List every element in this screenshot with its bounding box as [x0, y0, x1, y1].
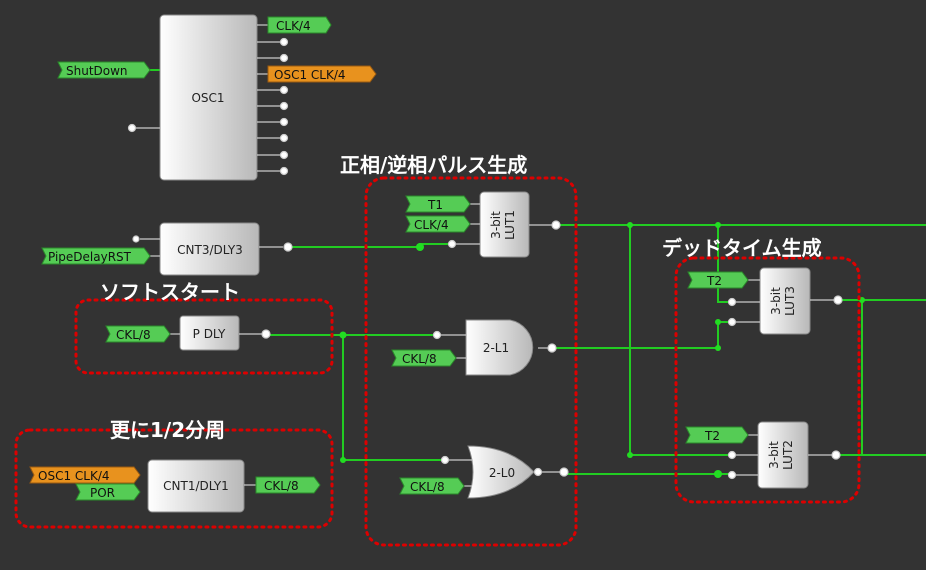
box-soft-start [74, 298, 334, 375]
osc1-output-pins[interactable] [127, 24, 289, 176]
tag-ckl8-out[interactable]: CKL/8 [255, 476, 321, 494]
svg-text:T2: T2 [706, 274, 722, 288]
box-dead-time [674, 256, 861, 504]
svg-text:OSC1 CLK/4: OSC1 CLK/4 [38, 469, 110, 483]
svg-text:3-bit: 3-bit [489, 211, 503, 239]
tag-ckl8-pdly[interactable]: CKL/8 [105, 325, 171, 343]
box-phase-pulse [364, 176, 578, 547]
lut3-block[interactable]: 3-bit LUT3 [727, 267, 843, 335]
svg-text:OSC1 CLK/4: OSC1 CLK/4 [274, 68, 346, 82]
tag-osc1clk4-cnt1[interactable]: OSC1 CLK/4 [29, 466, 141, 484]
lut1-block[interactable]: 3-bit LUT1 [447, 191, 561, 258]
cnt3-label: CNT3/DLY3 [177, 243, 243, 257]
svg-text:T2: T2 [704, 429, 720, 443]
tag-clk4-out[interactable]: CLK/4 [267, 16, 332, 34]
osc1-block[interactable]: OSC1 [127, 14, 289, 181]
svg-text:CKL/8: CKL/8 [264, 479, 299, 493]
title-half-div: 更に1/2分周 [110, 418, 225, 442]
svg-text:LUT2: LUT2 [781, 440, 795, 470]
svg-text:POR: POR [90, 486, 115, 500]
svg-text:PipeDelayRST: PipeDelayRST [48, 250, 132, 264]
svg-text:LUT3: LUT3 [783, 286, 797, 316]
svg-text:CLK/4: CLK/4 [414, 218, 449, 232]
tag-ckl8-l1[interactable]: CKL/8 [391, 349, 457, 367]
tag-ckl8-l0[interactable]: CKL/8 [399, 477, 465, 495]
svg-text:2-L0: 2-L0 [489, 466, 515, 480]
tag-pipedelayrst[interactable]: PipeDelayRST [41, 247, 151, 265]
svg-text:CKL/8: CKL/8 [116, 328, 151, 342]
svg-text:3-bit: 3-bit [769, 287, 783, 315]
pdly-label: P DLY [193, 327, 226, 341]
gate-2-l1[interactable]: 2-L1 [432, 319, 557, 376]
tag-shutdown[interactable]: ShutDown [57, 61, 151, 79]
svg-text:2-L1: 2-L1 [483, 341, 509, 355]
tag-por[interactable]: POR [75, 483, 141, 501]
box-half-div [14, 428, 334, 529]
lut2-block[interactable]: 3-bit LUT2 [727, 421, 841, 489]
svg-text:T1: T1 [427, 198, 443, 212]
svg-text:ShutDown: ShutDown [66, 64, 128, 78]
tag-clk4-lut1[interactable]: CLK/4 [405, 215, 471, 233]
gate-2-l0[interactable]: 2-L0 [440, 445, 569, 499]
pdly-block[interactable]: P DLY [170, 315, 271, 351]
title-phase-pulse: 正相/逆相パルス生成 [340, 153, 527, 177]
wires [150, 69, 926, 475]
cnt3-block[interactable]: CNT3/DLY3 [132, 222, 293, 276]
svg-text:CKL/8: CKL/8 [402, 352, 437, 366]
title-soft-start: ソフトスタート [100, 280, 240, 304]
tag-t2-lut3[interactable]: T2 [687, 271, 749, 289]
svg-text:CKL/8: CKL/8 [410, 480, 445, 494]
annotation-boxes [14, 176, 861, 547]
tag-t2-lut2[interactable]: T2 [685, 426, 749, 444]
cnt1-label: CNT1/DLY1 [163, 479, 229, 493]
svg-text:CLK/4: CLK/4 [276, 19, 311, 33]
tag-osc1clk4-out[interactable]: OSC1 CLK/4 [267, 65, 377, 83]
tag-t1[interactable]: T1 [405, 195, 471, 213]
svg-text:LUT1: LUT1 [503, 210, 517, 240]
svg-text:3-bit: 3-bit [767, 441, 781, 469]
title-dead-time: デッドタイム生成 [662, 236, 822, 260]
cnt1-block[interactable]: CNT1/DLY1 [147, 459, 256, 513]
osc1-label: OSC1 [191, 91, 224, 105]
